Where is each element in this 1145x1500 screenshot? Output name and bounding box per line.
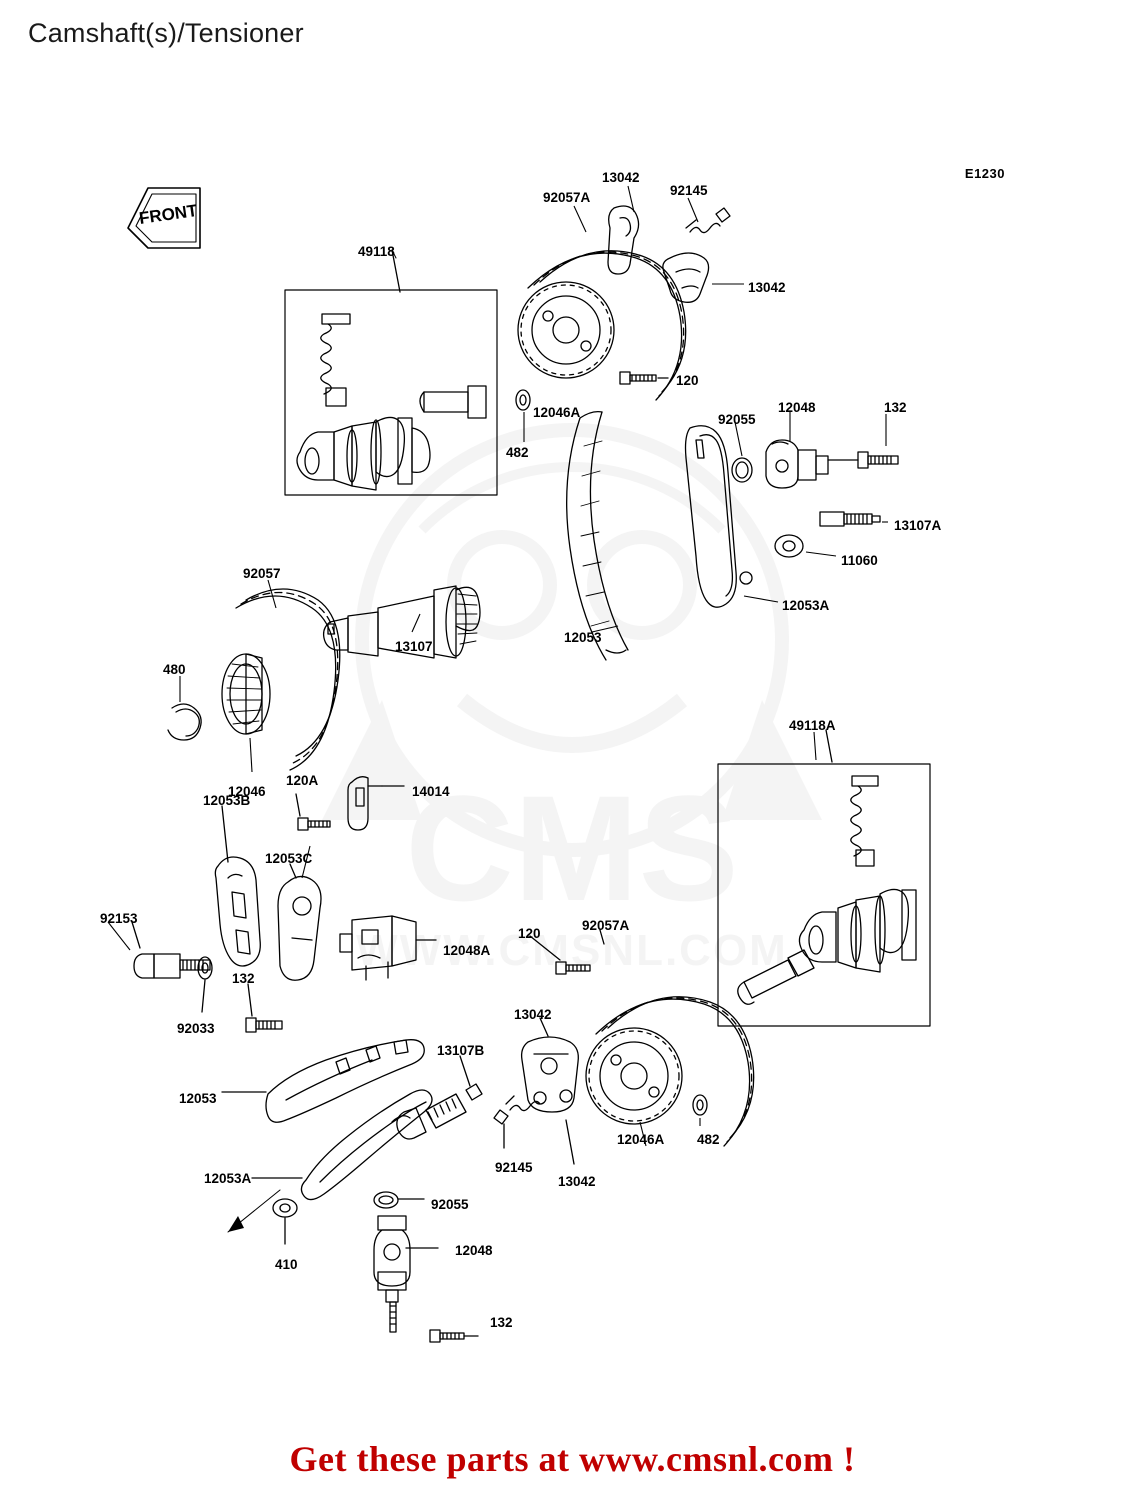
callout-120A: 120A [286, 773, 319, 788]
callout-12048-b: 12048 [455, 1243, 493, 1258]
callout-13042-b: 13042 [748, 280, 786, 295]
callout-132-a: 132 [884, 400, 907, 415]
callout-92153: 92153 [100, 911, 138, 926]
callout-13042-d: 13042 [558, 1174, 596, 1189]
callout-410: 410 [275, 1257, 298, 1272]
chain-guide-12053a-bottom [227, 1089, 433, 1233]
bolt-120a [295, 793, 331, 831]
chain-guide-12053c [277, 863, 322, 981]
o-ring-92055-bottom [373, 1191, 425, 1209]
callout-480: 480 [163, 662, 186, 677]
page-title: Camshaft(s)/Tensioner [28, 18, 304, 48]
diagram-code: E1230 [964, 166, 1005, 181]
callout-12048A: 12048A [443, 943, 491, 958]
washer-92033 [197, 956, 213, 1013]
washer-410 [272, 1198, 298, 1245]
callout-92057: 92057 [243, 566, 281, 581]
chain-guide-right [684, 425, 753, 608]
chain-tensioner-bottom [373, 1215, 479, 1343]
callout-120-a: 120 [676, 373, 699, 388]
tensioner-spring-bottom [493, 1095, 541, 1149]
washer-12046a-top [515, 389, 531, 411]
callout-13107B: 13107B [437, 1043, 485, 1058]
callout-12046: 12046 [228, 784, 266, 799]
bolt-132-mid [245, 983, 283, 1033]
washer-11060 [774, 534, 804, 558]
camshaft-sprocket-bottom [585, 929, 755, 1147]
watermark-brand: CMS [405, 764, 738, 932]
bolt-120-top [619, 371, 657, 385]
chain-tensioner-top [765, 439, 829, 489]
watermark-url: WWW.CMSNL.COM [356, 926, 788, 975]
bolt-92153 [131, 921, 211, 979]
callout-13042-c: 13042 [514, 1007, 552, 1022]
callout-132-b: 132 [232, 971, 255, 986]
callout-92057A-b: 92057A [582, 918, 630, 933]
bolt-132-top [827, 451, 899, 469]
callout-12053A-b: 12053A [204, 1171, 252, 1186]
tensioner-spring-top [685, 207, 731, 234]
callout-132-c: 132 [490, 1315, 513, 1330]
cam-chain-top [566, 410, 629, 661]
washer-12046a-bottom [692, 1094, 708, 1116]
callout-92033: 92033 [177, 1021, 215, 1036]
callout-49118: 49118 [358, 244, 395, 259]
cam-chain-middle [235, 588, 341, 771]
chain-tensioner-12048a [339, 915, 417, 981]
chain-guide-12053-bottom [221, 1039, 425, 1123]
callout-92055-b: 92055 [431, 1197, 469, 1212]
circlip-480 [167, 703, 202, 741]
cam-follower-top [662, 252, 710, 303]
callout-120-b: 120 [518, 926, 541, 941]
callout-13107: 13107 [395, 639, 433, 654]
callout-12046A-b: 12046A [617, 1132, 665, 1147]
callout-12048-a: 12048 [778, 400, 816, 415]
camshaft-assembly-box-bottom [717, 729, 931, 1027]
footer-cta: Get these parts at www.cmsnl.com ! [289, 1439, 856, 1479]
shaft-13107b [396, 1055, 483, 1140]
plate-14014 [347, 776, 383, 831]
callout-12046A-a: 12046A [533, 405, 581, 420]
callout-92057A-a: 92057A [543, 190, 591, 205]
callout-12053A-a: 12053A [782, 598, 830, 613]
callout-92145-a: 92145 [670, 183, 708, 198]
callout-12053-b: 12053 [179, 1091, 217, 1106]
callout-12053C: 12053C [265, 851, 313, 866]
callout-11060: 11060 [841, 553, 878, 568]
svg-text:FRONT: FRONT [138, 201, 199, 228]
callout-12053-a: 12053 [564, 630, 602, 645]
chain-guide-12053b [214, 805, 261, 967]
front-marker-icon: FRONT [127, 187, 201, 249]
callout-13107A: 13107A [894, 518, 942, 533]
rocker-arm-top [607, 205, 640, 275]
gear-12046 [221, 653, 271, 735]
camshaft-sprocket-top [517, 250, 687, 401]
callout-482-a: 482 [506, 445, 529, 460]
callout-49118A: 49118A [789, 718, 836, 733]
callout-13042-a: 13042 [602, 170, 640, 185]
o-ring-92055-top [731, 457, 753, 483]
callout-14014: 14014 [412, 784, 450, 799]
callout-92145-b: 92145 [495, 1160, 533, 1175]
callout-12053B: 12053B [203, 793, 251, 808]
camshaft-assembly-box-top [284, 249, 498, 496]
callout-92055-a: 92055 [718, 412, 756, 427]
rocker-arm-bottom [520, 1017, 579, 1165]
bolt-120-lower [529, 935, 591, 975]
callout-482-b: 482 [697, 1132, 720, 1147]
shaft-13107a [819, 511, 881, 527]
